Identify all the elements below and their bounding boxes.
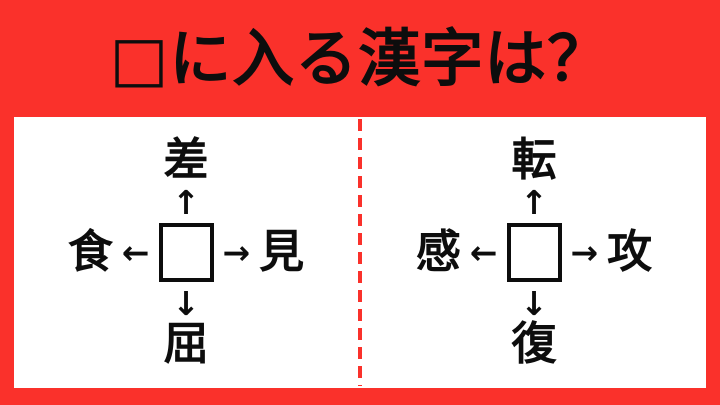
- arrow-down-icon: ↓: [172, 283, 200, 323]
- arrow-left-icon: ←: [469, 233, 498, 272]
- answer-box: [506, 223, 562, 282]
- kanji-bottom: 屈: [163, 317, 209, 370]
- puzzle-middle-row: 食 ← → 見: [68, 223, 304, 282]
- puzzle-middle-row: 感 ← → 攻: [416, 223, 652, 282]
- dashed-divider: [358, 119, 362, 386]
- puzzle-right: 転 ↑ 感 ← → 攻 ↓ 復: [362, 117, 706, 388]
- page-title: □に入る漢字は？: [109, 21, 611, 95]
- kanji-right: 攻: [607, 225, 653, 279]
- arrow-right-icon: →: [570, 233, 599, 272]
- arrow-down-icon: ↓: [520, 283, 548, 323]
- kanji-top: 差: [163, 133, 209, 187]
- puzzle-left: 差 ↑ 食 ← → 見 ↓ 屈: [14, 117, 358, 388]
- kanji-top: 転: [511, 133, 557, 187]
- kanji-left: 食: [67, 225, 113, 279]
- arrow-left-icon: ←: [121, 233, 150, 272]
- kanji-left: 感: [415, 225, 461, 279]
- answer-box: [158, 223, 214, 282]
- puzzle-panel: 差 ↑ 食 ← → 見 ↓ 屈 転 ↑ 感 ← → 攻 ↓ 復: [14, 117, 706, 388]
- kanji-right: 見: [259, 225, 305, 279]
- kanji-bottom: 復: [511, 317, 557, 370]
- arrow-up-icon: ↑: [520, 182, 548, 222]
- arrow-right-icon: →: [222, 233, 251, 272]
- arrow-up-icon: ↑: [172, 182, 200, 222]
